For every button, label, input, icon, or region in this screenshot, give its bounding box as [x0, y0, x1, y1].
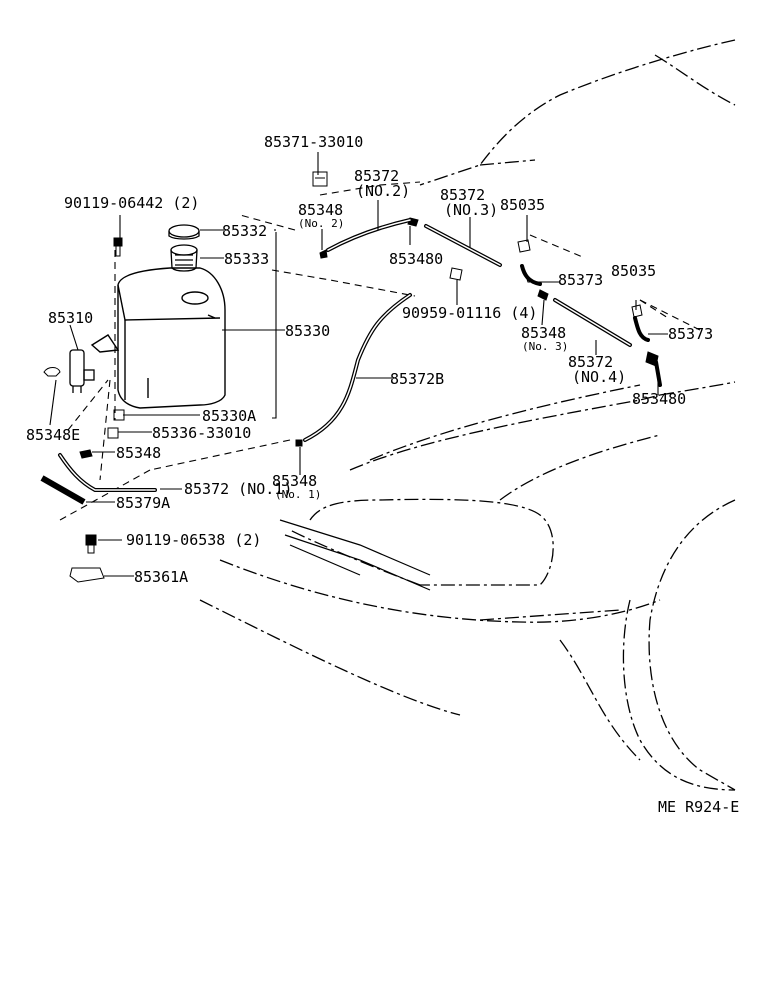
dashed-leaders: [59, 181, 701, 521]
label-85372-no2: 85372: [354, 167, 399, 185]
label-85348-no3: 85348: [521, 324, 566, 342]
car-body-solid-lines: [279, 519, 431, 591]
label-85348-no2: 85348: [298, 201, 343, 219]
label-85348-no2-sub: (No. 2): [298, 217, 344, 230]
label-85333: 85333: [224, 250, 269, 268]
reservoir-cap-and-strainer: [168, 224, 200, 272]
part-labels: 85371-33010 85372 (NO.2) 85372 (NO.3) 85…: [26, 133, 739, 816]
car-body-outline: [199, 39, 736, 791]
label-85372-no1: 85372 (NO.1): [184, 480, 292, 498]
label-85330a: 85330A: [202, 407, 256, 425]
label-85348-no1-sub: (No. 1): [275, 488, 321, 501]
label-85348-no3-sub: (No. 3): [522, 340, 568, 353]
insulator-strip: [40, 475, 86, 505]
washer-reservoir-tank: [90, 267, 226, 409]
label-85373-a: 85373: [558, 271, 603, 289]
label-90119-06442: 90119-06442 (2): [64, 194, 199, 212]
label-853480-b: 853480: [632, 390, 686, 408]
label-85372-no3-sub: (NO.3): [444, 201, 498, 219]
drawing-code: ME R924-E: [658, 798, 739, 816]
small-fittings: [43, 171, 659, 583]
label-85310: 85310: [48, 309, 93, 327]
label-85361a: 85361A: [134, 568, 188, 586]
label-85371-33010: 85371-33010: [264, 133, 363, 151]
label-85372-no3: 85372: [440, 186, 485, 204]
label-85035-b: 85035: [611, 262, 656, 280]
label-85372-no4: 85372: [568, 353, 613, 371]
label-853480-a: 853480: [389, 250, 443, 268]
label-90119-06538: 90119-06538 (2): [126, 531, 261, 549]
label-85348: 85348: [116, 444, 161, 462]
hose-inner-lines: [59, 219, 631, 491]
leader-lines: [49, 152, 668, 577]
label-85348e: 85348E: [26, 426, 80, 444]
label-85372-no2-sub: (NO.2): [356, 182, 410, 200]
label-85035-a: 85035: [500, 196, 545, 214]
label-85348-no1: 85348: [272, 472, 317, 490]
label-85372-no4-sub: (NO.4): [572, 368, 626, 386]
label-90959-01116: 90959-01116 (4): [402, 304, 537, 322]
label-85372b: 85372B: [390, 370, 444, 388]
washer-pump: [69, 349, 95, 393]
label-85379a: 85379A: [116, 494, 170, 512]
label-85336-33010: 85336-33010: [152, 424, 251, 442]
label-85373-b: 85373: [668, 325, 713, 343]
label-85332: 85332: [222, 222, 267, 240]
label-85330: 85330: [285, 322, 330, 340]
